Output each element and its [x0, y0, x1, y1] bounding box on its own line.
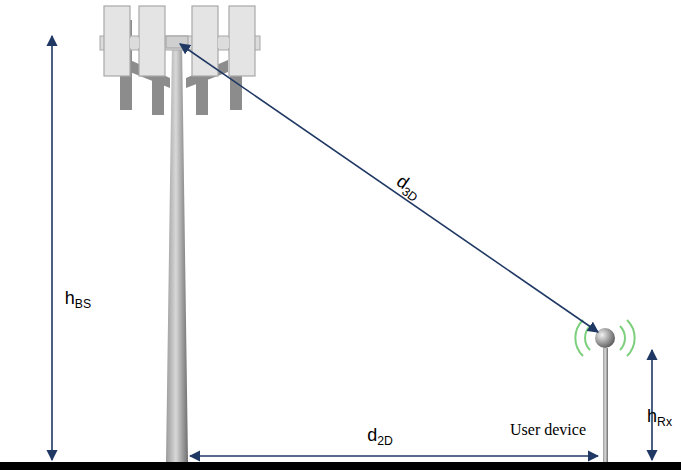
height-arrow [51, 36, 53, 460]
subscript: 2D [377, 434, 393, 448]
antenna-crossbar [218, 38, 229, 48]
radio-wave [620, 326, 625, 350]
antenna-hub [166, 36, 188, 48]
device-pole [603, 348, 608, 462]
antenna-panel [139, 6, 165, 76]
antenna-panel [229, 6, 255, 76]
symbol: h [647, 406, 657, 426]
dimension-label: hRx [647, 407, 672, 430]
subscript: Rx [657, 415, 672, 429]
radio-wave [575, 320, 583, 356]
ground-bar [0, 462, 681, 470]
antenna-crossbar [130, 38, 139, 48]
symbol: d [367, 425, 377, 445]
height-arrow [651, 350, 653, 460]
distance-arrow [180, 44, 598, 332]
tower-pole [166, 42, 188, 462]
antenna-panels [104, 6, 255, 76]
part-name: User device [510, 421, 586, 439]
dimension-arrows [52, 36, 652, 460]
dimension-label: hBS [65, 289, 91, 312]
radio-waves [575, 320, 634, 356]
subscript: BS [75, 297, 91, 311]
radio-wave [627, 320, 635, 356]
dimension-label: d3D [391, 171, 425, 204]
antenna-panel [104, 6, 130, 76]
radio-wave [585, 326, 590, 350]
dimension-label: d2D [367, 426, 393, 449]
device-antenna [595, 328, 615, 348]
distance-arrow [190, 455, 598, 457]
symbol: h [65, 288, 75, 308]
antenna-panel [192, 6, 218, 76]
